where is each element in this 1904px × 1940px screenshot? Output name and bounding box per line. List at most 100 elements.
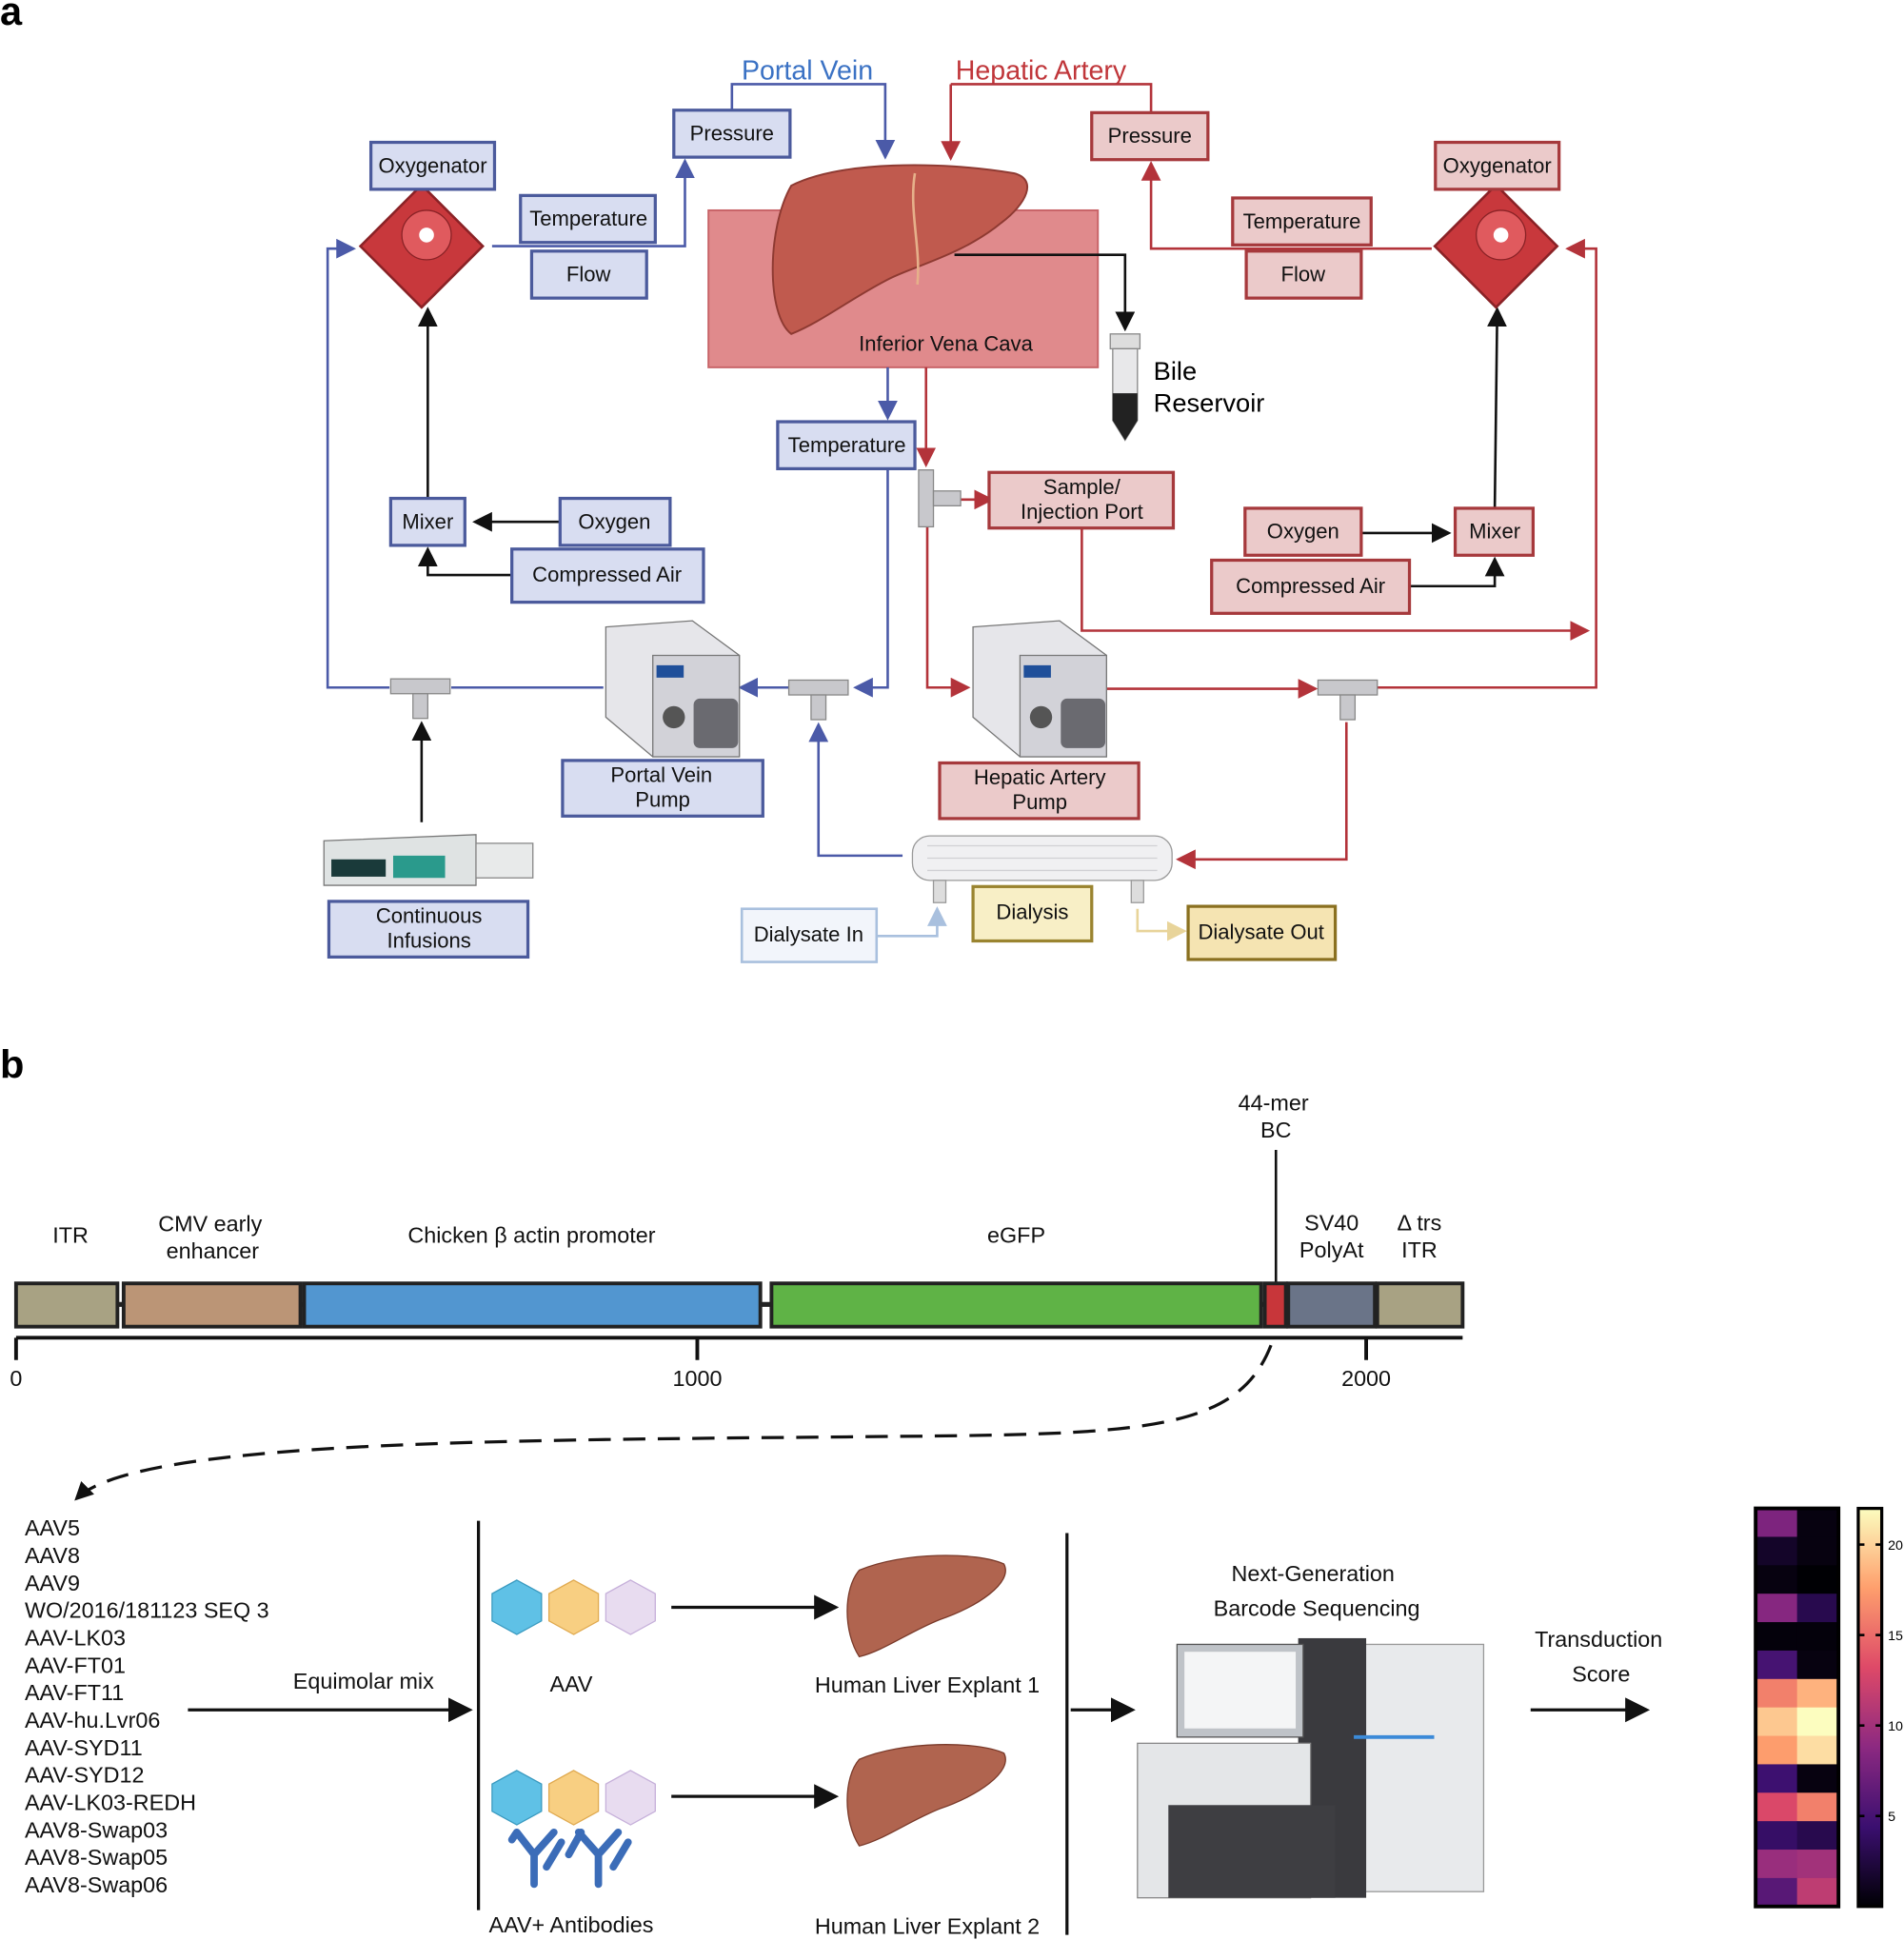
red-flow: Flow [1281, 263, 1326, 287]
infusions-label-2: Infusions [387, 929, 470, 953]
capsid-item: AAV9 [25, 1571, 80, 1595]
heatmap-cell-r10-c1 [1755, 1764, 1798, 1793]
liver-ligament [911, 172, 920, 285]
blue-flow: Flow [566, 263, 611, 287]
segment-sv40 [1286, 1281, 1378, 1329]
colorbar-tick-label: 5 [1888, 1810, 1895, 1825]
sample-port-label-1: Sample/ [1043, 475, 1121, 499]
colorbar [1856, 1506, 1884, 1909]
blue-mixer: Mixer [402, 509, 453, 533]
heatmap-cell-r14-c2 [1796, 1877, 1839, 1908]
dialysate-in: Dialysate In [754, 922, 863, 946]
heatmap-cell-r7-c2 [1796, 1678, 1839, 1709]
axis-tick-2000: 2000 [1341, 1366, 1391, 1391]
heatmap-cell-r3-c1 [1755, 1565, 1798, 1594]
heatmap-cell-r3-c2 [1796, 1565, 1839, 1594]
bile-tube-icon [1109, 333, 1141, 442]
heatmap-cell-r12-c2 [1796, 1821, 1839, 1851]
colorbar-tick-label: 15 [1888, 1629, 1903, 1644]
colorbar-tick-label: 20 [1888, 1538, 1903, 1554]
axis-tick-0: 0 [10, 1366, 22, 1391]
ngs-label-1: Next-Generation [1232, 1561, 1395, 1586]
heatmap-border [1754, 1506, 1841, 1909]
colorbar-ticks: 5 10 15 20 [1857, 1538, 1903, 1825]
heatmap-cell-r4-c1 [1755, 1594, 1798, 1623]
sample-port-label-2: Injection Port [1021, 500, 1143, 524]
heatmap-cell-r6-c1 [1755, 1650, 1798, 1680]
heatmap-cell-r13-c2 [1796, 1850, 1839, 1879]
antibody-icons [507, 1828, 632, 1889]
cmv-label-2: enhancer [167, 1238, 260, 1263]
panel-b-letter: b [0, 1042, 24, 1087]
explant-2-label: Human Liver Explant 2 [815, 1913, 1040, 1938]
heatmap-cell-r4-c2 [1796, 1594, 1839, 1623]
portal-pump-label-1: Portal Vein [610, 763, 712, 787]
heatmap-cell-r7-c1 [1755, 1678, 1798, 1709]
capsid-item: AAV5 [25, 1515, 80, 1540]
hepatic-pump-label-2: Pump [1012, 790, 1067, 814]
explant-1-label: Human Liver Explant 1 [815, 1673, 1040, 1697]
construct-labels: ITR CMV early enhancer Chicken β actin p… [52, 1090, 1441, 1263]
heatmap-cell-r2-c1 [1755, 1536, 1798, 1566]
capsid-item: AAV-FT01 [25, 1653, 126, 1677]
transduction-label-2: Score [1572, 1661, 1630, 1686]
itr2-label-2: ITR [1401, 1237, 1438, 1262]
red-oxygen: Oxygen [1267, 520, 1339, 544]
cba-label: Chicken β actin promoter [407, 1222, 655, 1247]
heatmap-cell-r12-c1 [1755, 1821, 1798, 1851]
red-oxygenator: Oxygenator [1443, 153, 1552, 177]
oxygenator-icon-blue [358, 183, 485, 309]
bp-axis [13, 1336, 1463, 1360]
capsid-item: AAV8 [25, 1543, 80, 1568]
heatmap-cell-r8-c1 [1755, 1707, 1798, 1737]
bile-label-2: Reservoir [1154, 388, 1265, 418]
aav-capsid-icons [491, 1579, 656, 1826]
segment-cba [302, 1281, 763, 1329]
blue-oxygen: Oxygen [578, 509, 650, 533]
cmv-label-1: CMV early [158, 1212, 262, 1237]
sv40-label-2: PolyAt [1299, 1237, 1364, 1262]
capsid-item: AAV8-Swap03 [25, 1817, 168, 1842]
heatmap-cell-r13-c1 [1755, 1850, 1798, 1879]
heatmap-cell-r6-c2 [1796, 1650, 1839, 1680]
red-temperature: Temperature [1243, 209, 1361, 233]
capsid-item: AAV-FT11 [25, 1680, 124, 1705]
heatmap-cell-r2-c2 [1796, 1536, 1839, 1566]
ivc-label: Inferior Vena Cava [859, 331, 1033, 355]
sequencer-icon [1137, 1637, 1485, 1899]
red-mixer: Mixer [1469, 520, 1520, 544]
hepatic-artery-label: Hepatic Artery [956, 55, 1127, 86]
heatmap-cell-r1-c2 [1796, 1508, 1839, 1538]
heatmap-cell-r9-c2 [1796, 1735, 1839, 1766]
capsid-item: AAV-hu.Lvr06 [25, 1708, 160, 1732]
red-pressure: Pressure [1108, 124, 1192, 148]
heatmap-cell-r11-c1 [1755, 1792, 1798, 1822]
ngs-label-2: Barcode Sequencing [1214, 1596, 1420, 1621]
blue-oxygenator: Oxygenator [379, 153, 487, 177]
heatmap [1755, 1508, 1839, 1908]
heatmap-cell-r11-c2 [1796, 1792, 1839, 1822]
bc-label-1: 44-mer [1239, 1090, 1309, 1115]
egfp-label: eGFP [987, 1222, 1045, 1247]
capsid-item: AAV-SYD12 [25, 1763, 145, 1788]
blue-pressure: Pressure [690, 122, 774, 146]
portal-vein-label: Portal Vein [742, 55, 873, 86]
aav-label: AAV [549, 1672, 592, 1696]
colorbar-tick-label: 10 [1888, 1719, 1903, 1734]
dialysate-out: Dialysate Out [1198, 921, 1323, 944]
panel-a-letter: a [0, 0, 23, 33]
heatmap-cell-r8-c2 [1796, 1707, 1839, 1737]
heatmap-cell-r14-c1 [1755, 1877, 1798, 1908]
heatmap-cell-r10-c2 [1796, 1764, 1839, 1793]
capsid-item: AAV8-Swap05 [25, 1845, 168, 1870]
t-connector [389, 469, 1378, 721]
portal-pump-label-2: Pump [635, 788, 690, 812]
capsid-item: AAV-SYD11 [25, 1735, 143, 1760]
segment-cmv [121, 1281, 303, 1329]
infusions-label-1: Continuous [376, 904, 483, 928]
construct-map [13, 1281, 1465, 1329]
bile-label-1: Bile [1154, 356, 1197, 386]
heatmap-cell-r1-c1 [1755, 1508, 1798, 1538]
